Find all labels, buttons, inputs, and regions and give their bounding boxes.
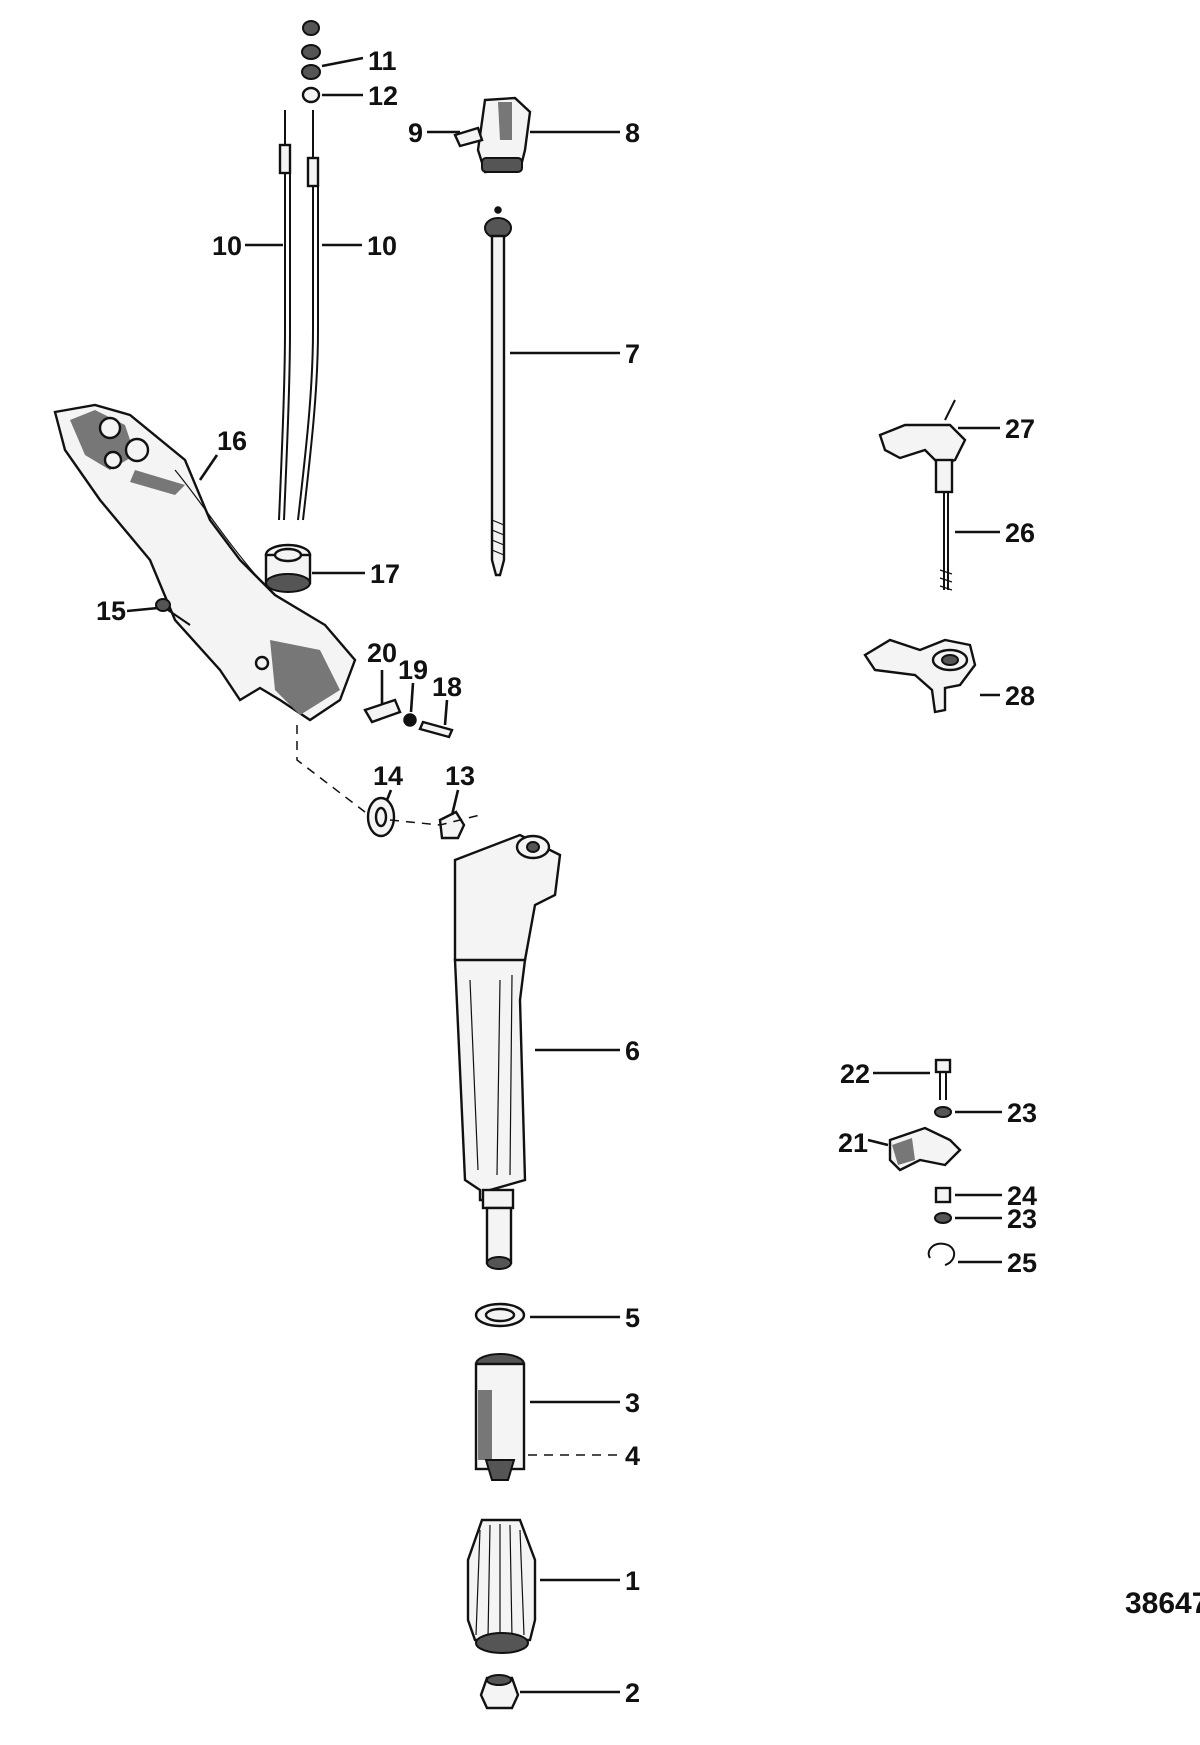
callout-14: 14 (373, 761, 403, 801)
callout-20: 20 (367, 638, 397, 705)
callout-12: 12 (322, 81, 398, 111)
svg-text:5: 5 (625, 1303, 640, 1333)
callout-27: 27 (958, 414, 1035, 444)
svg-text:10: 10 (367, 231, 397, 261)
callout-7: 7 (510, 339, 640, 369)
svg-text:12: 12 (368, 81, 398, 111)
svg-text:20: 20 (367, 638, 397, 668)
callout-24: 24 (955, 1181, 1037, 1211)
svg-text:24: 24 (1007, 1181, 1037, 1211)
svg-text:16: 16 (217, 426, 247, 456)
svg-text:23: 23 (1007, 1098, 1037, 1128)
callout-19: 19 (398, 655, 428, 713)
callout-10-right: 10 (322, 231, 397, 261)
callout-28: 28 (980, 681, 1035, 711)
callout-18: 18 (432, 672, 462, 726)
figure-number: 38647 (1125, 1587, 1200, 1620)
callout-3: 3 (530, 1388, 640, 1418)
callout-21: 21 (838, 1128, 889, 1158)
svg-text:26: 26 (1005, 518, 1035, 548)
callout-13: 13 (445, 761, 475, 816)
callout-6: 6 (535, 1036, 640, 1066)
svg-text:19: 19 (398, 655, 428, 685)
callout-23-upper: 23 (955, 1098, 1037, 1128)
grip-1-part (466, 1518, 537, 1654)
svg-text:10: 10 (212, 231, 242, 261)
svg-text:7: 7 (625, 339, 640, 369)
callout-5: 5 (530, 1303, 640, 1333)
svg-text:6: 6 (625, 1036, 640, 1066)
svg-text:4: 4 (625, 1441, 640, 1471)
svg-text:27: 27 (1005, 414, 1035, 444)
callout-10-left: 10 (212, 231, 283, 261)
grommet-part (264, 543, 312, 593)
nut-2-part (479, 1674, 520, 1710)
screw-15-part (155, 598, 191, 626)
svg-text:15: 15 (96, 596, 126, 626)
svg-text:1: 1 (625, 1566, 640, 1596)
svg-text:25: 25 (1007, 1248, 1037, 1278)
shift-cable-part (278, 110, 320, 521)
shift-lever-bracket-part (453, 96, 532, 174)
callout-8: 8 (530, 118, 640, 148)
callout-1: 1 (540, 1566, 640, 1596)
svg-text:9: 9 (408, 118, 423, 148)
callout-15: 15 (96, 596, 159, 626)
callout-26: 26 (955, 518, 1035, 548)
callout-11: 11 (321, 46, 397, 76)
svg-text:23: 23 (1007, 1204, 1037, 1234)
clip-washer-screw-part (363, 698, 454, 739)
nut-stack-part (301, 20, 321, 104)
svg-text:28: 28 (1005, 681, 1035, 711)
svg-text:2: 2 (625, 1678, 640, 1708)
lever-assembly-part (888, 1058, 962, 1266)
callout-2: 2 (520, 1678, 640, 1708)
callout-23-lower: 23 (955, 1204, 1037, 1234)
svg-text:21: 21 (838, 1128, 868, 1158)
svg-text:14: 14 (373, 761, 403, 791)
callout-17: 17 (312, 559, 400, 589)
svg-text:3: 3 (625, 1388, 640, 1418)
callout-22: 22 (840, 1059, 930, 1089)
callout-9: 9 (408, 118, 460, 148)
callout-16: 16 (198, 426, 247, 481)
tiller-handle-part (453, 833, 562, 1270)
svg-text:11: 11 (368, 46, 397, 76)
washer-nut-part (366, 796, 466, 840)
shift-rod-part (484, 206, 512, 577)
shift-shaft-lever-part (878, 399, 967, 591)
shift-arm-part (863, 638, 977, 714)
svg-text:18: 18 (432, 672, 462, 702)
svg-text:8: 8 (625, 118, 640, 148)
svg-text:13: 13 (445, 761, 475, 791)
svg-text:22: 22 (840, 1059, 870, 1089)
svg-text:17: 17 (370, 559, 400, 589)
sleeve-3-part (474, 1353, 526, 1481)
callout-4: 4 (528, 1441, 640, 1471)
ring-5-part (474, 1302, 526, 1328)
alignment-dashed-lines (296, 725, 481, 826)
callout-25: 25 (958, 1248, 1037, 1278)
tiller-bracket-part (53, 403, 357, 722)
